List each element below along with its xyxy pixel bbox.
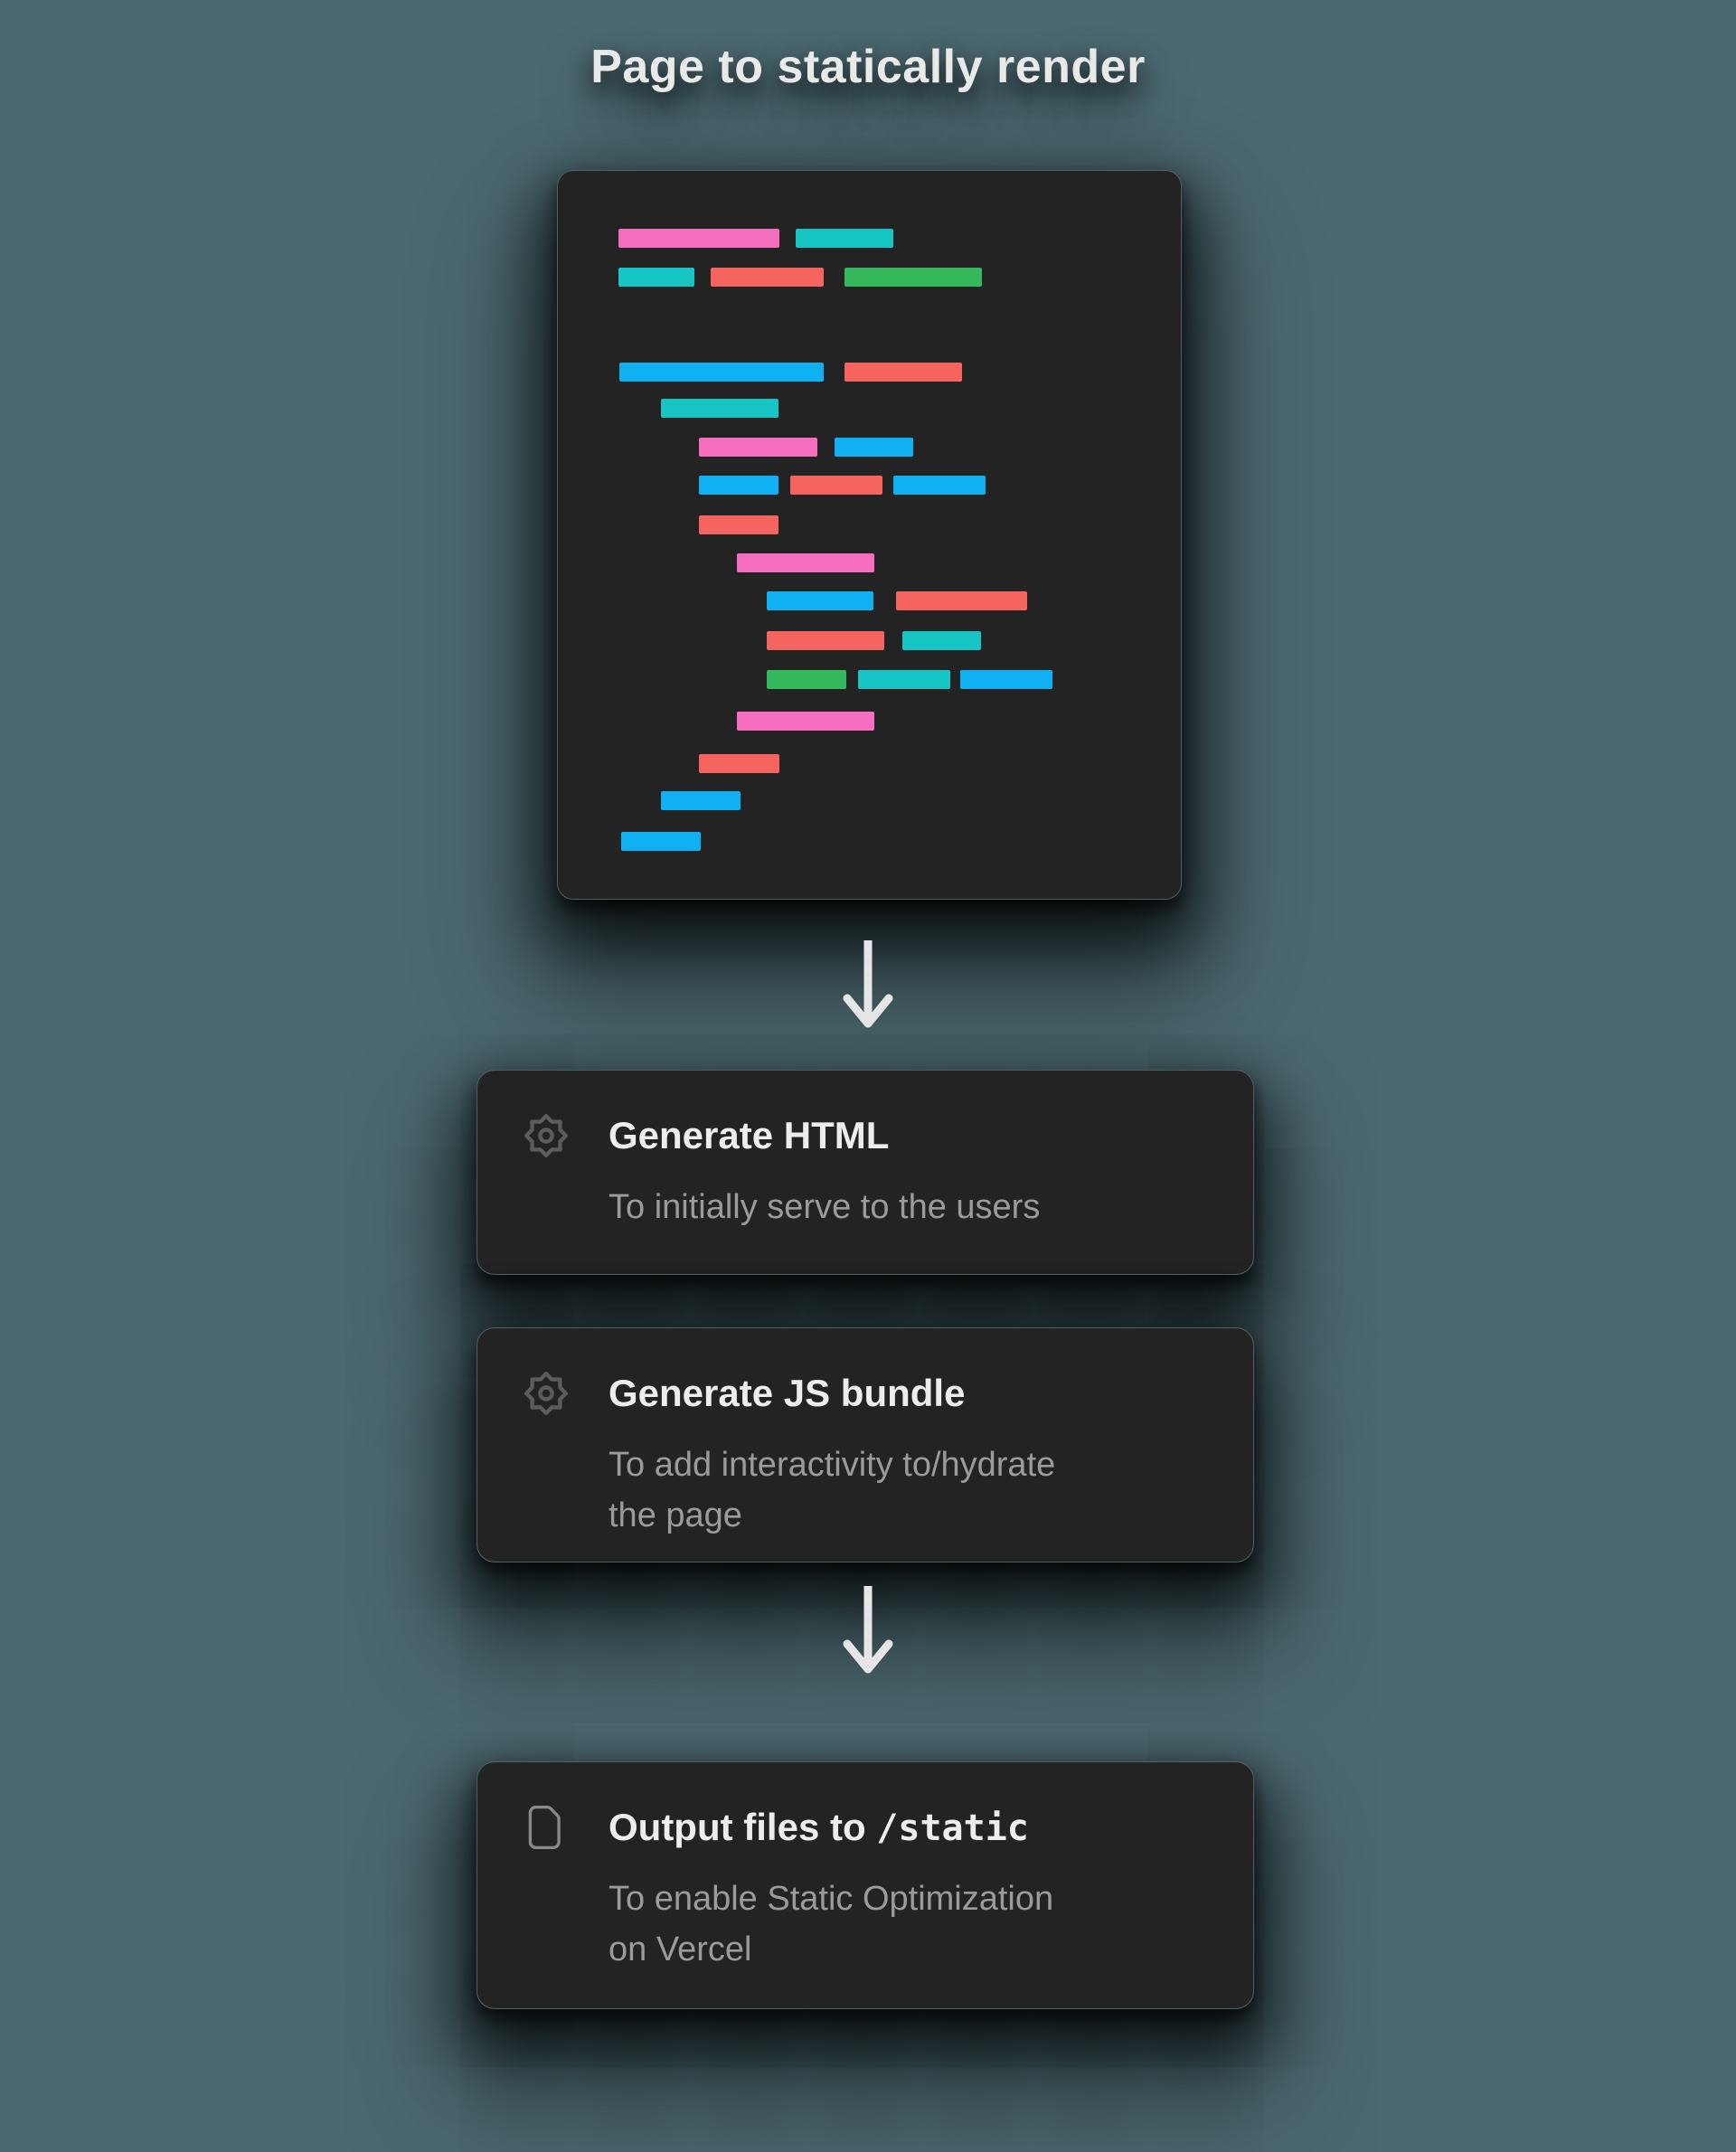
card-title: Generate HTML: [609, 1114, 890, 1156]
code-line-bar: [661, 791, 741, 810]
code-line-bar: [767, 631, 884, 650]
card-generate-js-bundle: Generate JS bundle To add interactivity …: [476, 1327, 1254, 1562]
code-skeleton-panel: [557, 170, 1182, 900]
card-subtitle: To enable Static Optimization on Vercel: [609, 1880, 1054, 1968]
card-title: Output files to /static: [609, 1806, 1029, 1849]
code-line-bar: [790, 476, 882, 495]
file-icon: [521, 1802, 571, 1853]
code-line-bar: [767, 670, 846, 689]
code-line-bar: [858, 670, 950, 689]
code-line-bar: [618, 229, 779, 248]
code-line-bar: [737, 553, 874, 572]
card-subtitle: To add interactivity to/hydrate the page: [609, 1446, 1056, 1534]
code-line-bar: [960, 670, 1052, 689]
code-line-bar: [621, 832, 701, 851]
code-line-bar: [893, 476, 986, 495]
code-line-bar: [902, 631, 981, 650]
code-line-bar: [699, 438, 817, 457]
card-subtitle: To initially serve to the users: [609, 1188, 1041, 1226]
code-line-bar: [661, 399, 778, 418]
code-line-bar: [737, 712, 874, 731]
code-line-bar: [699, 515, 778, 534]
code-line-bar: [699, 476, 778, 495]
code-line-bar: [835, 438, 913, 457]
arrow-down-icon: [843, 940, 893, 1028]
code-line-bar: [699, 754, 779, 773]
card-generate-html: Generate HTML To initially serve to the …: [476, 1070, 1254, 1275]
gear-icon: [521, 1110, 571, 1161]
code-line-bar: [767, 591, 873, 610]
code-line-bar: [618, 268, 694, 287]
card-output-files: Output files to /static To enable Static…: [476, 1761, 1254, 2009]
gear-icon: [521, 1368, 571, 1419]
code-line-bar: [844, 268, 982, 287]
code-line-bar: [619, 363, 824, 382]
arrow-down-icon: [843, 1586, 893, 1674]
code-line-bar: [844, 363, 962, 382]
code-line-bar: [896, 591, 1027, 610]
code-line-bar: [711, 268, 824, 287]
code-line-bar: [796, 229, 893, 248]
card-title: Generate JS bundle: [609, 1372, 966, 1414]
page-title: Page to statically render: [590, 41, 1146, 93]
